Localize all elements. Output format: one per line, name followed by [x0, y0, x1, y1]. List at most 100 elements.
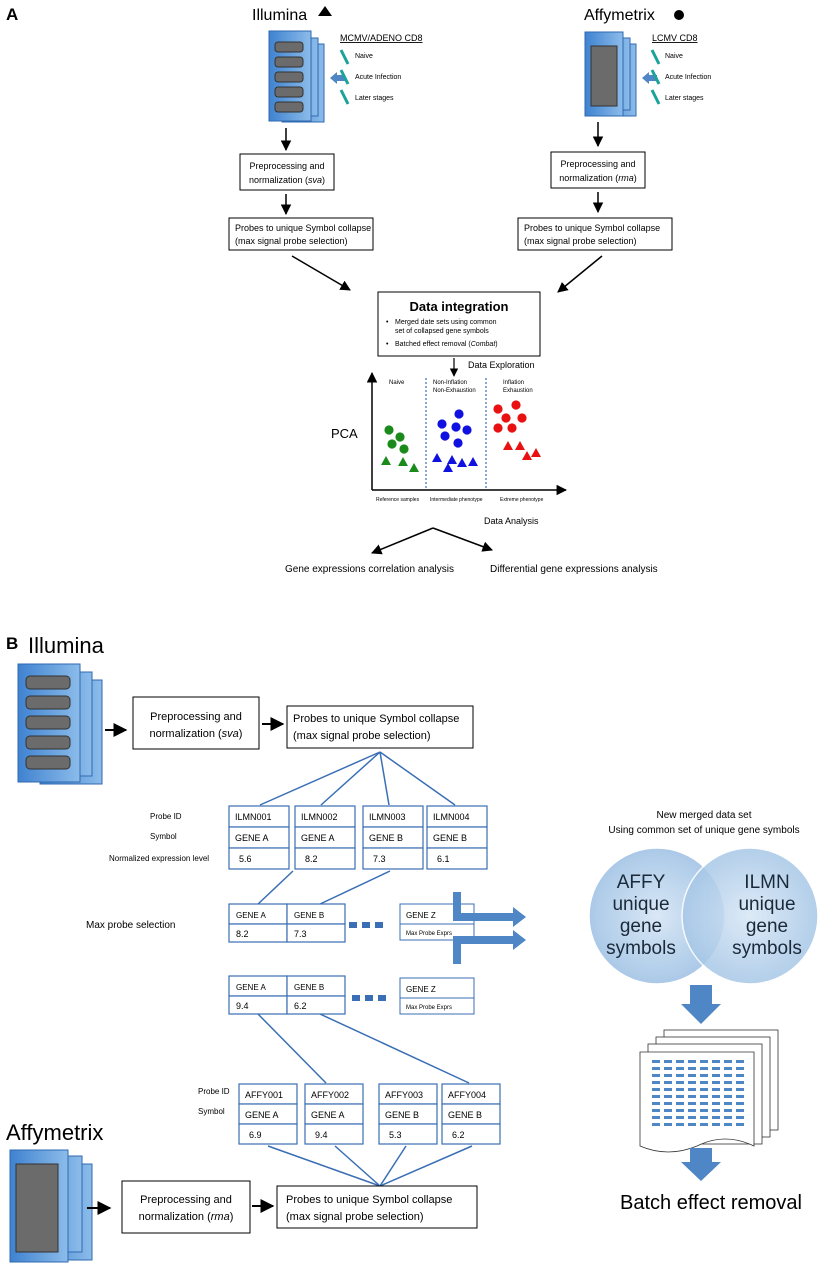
svg-text:GENE Z: GENE Z: [406, 985, 436, 994]
pca-sample-triangle: [409, 463, 419, 472]
probe-id-cell: AFFY004: [448, 1090, 486, 1100]
svg-text:Batched effect removal (Combat: Batched effect removal (Combat): [395, 341, 498, 348]
connector-lines: [267, 1145, 473, 1187]
svg-text:Probes to unique Symbol collap: Probes to unique Symbol collapse: [235, 223, 371, 233]
row-label: Probe ID: [198, 1087, 230, 1096]
svg-text:•: •: [386, 319, 389, 326]
connector-lines: [256, 870, 391, 906]
svg-text:•: •: [386, 341, 389, 348]
stage-label: Acute Infection: [665, 74, 711, 81]
data-exploration-label: Data Exploration: [468, 360, 535, 370]
merged-title: New merged data set: [656, 810, 751, 821]
pca-sample-triangle: [447, 455, 457, 464]
probe-id-cell: ILMN004: [433, 812, 470, 822]
affymetrix-preprocess-box-b: Preprocessing and normalization (rma): [121, 1180, 251, 1234]
svg-text:Max Probe Exprs: Max Probe Exprs: [406, 1005, 452, 1011]
pca-sample-circle: [493, 423, 503, 433]
pca-sample-circle: [454, 409, 464, 419]
svg-text:Probes to unique Symbol collap: Probes to unique Symbol collapse: [286, 1194, 452, 1206]
pca-sample-circle: [507, 423, 517, 433]
pca-sample-triangle: [515, 441, 525, 450]
max-column: GENE B7.3: [286, 903, 346, 943]
merge-arrows-icon: [453, 892, 526, 964]
expression-cell: 5.6: [239, 854, 252, 864]
pca-sample-circle: [399, 444, 409, 454]
affymetrix-collapse-box: Probes to unique Symbol collapse (max si…: [517, 217, 673, 251]
ellipsis-icon: [349, 922, 383, 928]
expression-cell: 6.2: [452, 1130, 465, 1140]
illumina-title-b: Illumina: [28, 633, 105, 658]
venn-label-line: symbols: [606, 938, 676, 959]
pca-sample-triangle: [531, 448, 541, 457]
pca-sample-triangle: [398, 457, 408, 466]
expression-cell: 9.4: [236, 1001, 249, 1011]
svg-text:Probes to unique Symbol collap: Probes to unique Symbol collapse: [524, 223, 660, 233]
merged-subtitle: Using common set of unique gene symbols: [608, 825, 799, 836]
flow-arrow: [371, 527, 434, 555]
symbol-cell: GENE B: [369, 833, 403, 843]
symbol-cell: GENE A: [311, 1110, 345, 1120]
affymetrix-dataset-title: LCMV CD8: [652, 33, 698, 43]
illumina-dataset-title: MCMV/ADENO CD8: [340, 33, 423, 43]
probe-id-cell: ILMN003: [369, 812, 406, 822]
expression-cell: 8.2: [236, 929, 249, 939]
max-column: GENE A8.2: [228, 903, 288, 943]
illumina-collapse-box-b: Probes to unique Symbol collapse (max si…: [286, 705, 474, 749]
pca-axis-label: PCA: [331, 426, 358, 441]
pca-sample-circle: [511, 400, 521, 410]
illumina-title: Illumina: [252, 7, 307, 24]
integration-title: Data integration: [410, 299, 509, 314]
illumina-preprocess-box-b: Preprocessing and normalization (sva): [132, 696, 260, 750]
symbol-cell: GENE B: [294, 983, 324, 992]
max-probe-selection-label: Max probe selection: [86, 920, 176, 931]
probe-id-cell: AFFY001: [245, 1090, 283, 1100]
probe-id-cell: AFFY002: [311, 1090, 349, 1100]
pca-sample-triangle: [443, 463, 453, 472]
svg-text:normalization (rma): normalization (rma): [559, 173, 637, 183]
panel-b-label: B: [6, 634, 18, 653]
row-label: Symbol: [150, 832, 177, 841]
svg-text:(max signal probe selection): (max signal probe selection): [524, 236, 637, 246]
illumina-chip-icon: [17, 663, 103, 785]
probe-id-cell: AFFY003: [385, 1090, 423, 1100]
expression-cell: 5.3: [389, 1130, 402, 1140]
symbol-cell: GENE B: [294, 911, 324, 920]
pca-group-title: Non-Exhaustion: [433, 388, 476, 394]
differential-analysis-label: Differential gene expressions analysis: [490, 564, 658, 575]
symbol-cell: GENE A: [301, 833, 335, 843]
expression-cell: 9.4: [315, 1130, 328, 1140]
illumina-chip-icon: [268, 30, 325, 123]
pca-axis-category: Reference samples: [376, 497, 420, 503]
data-analysis-label: Data Analysis: [484, 516, 539, 526]
flow-arrow: [557, 255, 603, 293]
affymetrix-title-b: Affymetrix: [6, 1120, 103, 1145]
illumina-preprocess-box: Preprocessing and normalization (sva): [239, 153, 335, 191]
expression-cell: 8.2: [305, 854, 318, 864]
pca-sample-triangle: [503, 441, 513, 450]
pca-sample-triangle: [457, 458, 467, 467]
venn-label-line: symbols: [732, 938, 802, 959]
row-label: Probe ID: [150, 812, 182, 821]
venn-label-line: unique: [612, 894, 669, 915]
probe-id-cell: ILMN001: [235, 812, 272, 822]
expression-cell: 7.3: [373, 854, 386, 864]
symbol-cell: GENE B: [448, 1110, 482, 1120]
affy-gene-z-cell: GENE Z Max Probe Exprs: [399, 977, 475, 1015]
affymetrix-stage-list: Naive Acute Infection Later stages: [650, 49, 711, 105]
svg-text:(max signal probe selection): (max signal probe selection): [293, 730, 431, 742]
svg-text:Probes to unique Symbol collap: Probes to unique Symbol collapse: [293, 713, 459, 725]
symbol-cell: GENE A: [235, 833, 269, 843]
stage-label: Acute Infection: [355, 74, 401, 81]
pca-sample-circle: [453, 438, 463, 448]
affymetrix-title: Affymetrix: [584, 7, 655, 24]
venn-label-line: gene: [746, 916, 788, 937]
ellipsis-icon: [352, 995, 386, 1001]
